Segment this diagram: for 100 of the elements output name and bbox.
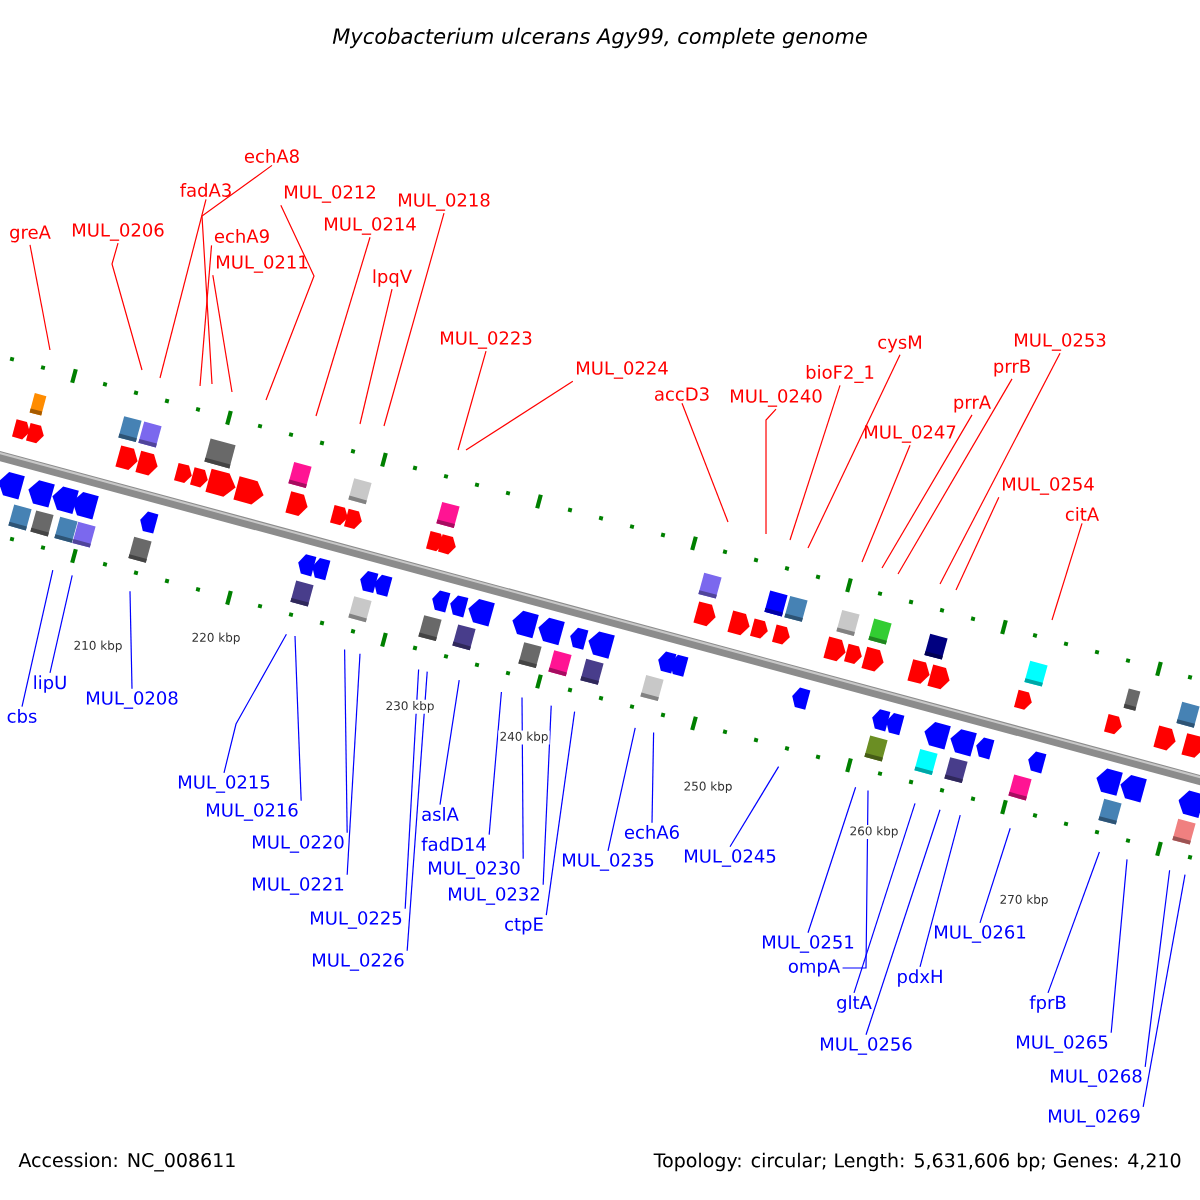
gene-label: MUL_0214 — [325, 217, 416, 235]
leader-line — [789, 384, 841, 541]
gene-label: greA — [10, 225, 51, 243]
leader-line — [841, 789, 869, 969]
leader-line — [404, 668, 420, 910]
gene-label: MUL_0221 — [253, 877, 344, 895]
title: Mycobacterium ulcerans Agy99, complete genome — [332, 27, 867, 49]
gene-label: MUL_0265 — [1017, 1035, 1108, 1053]
genome-info-text: Topology: circular; Length: 5,631,606 bp; Genes: 4,210 — [653, 1152, 1181, 1172]
leader-line — [212, 274, 233, 393]
leader-line — [359, 288, 393, 425]
leader-line — [765, 408, 777, 535]
leader-line — [1047, 851, 1100, 994]
leader-line — [201, 164, 273, 385]
leader-line — [521, 696, 524, 860]
leader-line — [439, 679, 460, 806]
gene-label: lipU — [34, 675, 66, 693]
gene-label: gltA — [837, 995, 872, 1013]
gene-label: MUL_0254 — [1003, 477, 1094, 495]
gene-label: cbs — [7, 709, 37, 723]
leader-line — [265, 204, 315, 401]
gene-label: MUL_0256 — [821, 1037, 912, 1055]
gene-label: MUL_0268 — [1051, 1069, 1142, 1087]
gene-label: MUL_0251 — [763, 935, 854, 953]
leader-line — [861, 444, 911, 563]
gene-label: echA9 — [214, 229, 269, 243]
leader-line — [488, 691, 502, 836]
leader-line — [651, 732, 655, 824]
gene-label: MUL_0208 — [87, 691, 178, 709]
leader-line — [315, 236, 371, 417]
leader-line — [1110, 858, 1128, 1034]
gene-label: echA8 — [244, 149, 299, 163]
leader-line — [465, 380, 574, 451]
leader-line — [383, 212, 445, 427]
leader-line — [681, 402, 729, 523]
gene-label: cysM — [878, 335, 921, 353]
gene-label: MUL_0232 — [449, 887, 539, 905]
gene-label: MUL_0226 — [313, 953, 404, 971]
gene-label: MUL_0230 — [429, 861, 520, 879]
gene-label: aslA — [422, 807, 459, 821]
leader-line — [607, 727, 636, 852]
gene-label: MUL_0216 — [207, 803, 298, 821]
leader-line — [1144, 869, 1171, 1068]
leader-line — [542, 705, 552, 886]
leader-line — [49, 574, 73, 674]
leader-line — [955, 496, 1000, 591]
gene-label: MUL_0215 — [179, 775, 270, 793]
leader-line — [1142, 874, 1186, 1108]
gene-label: ompA — [788, 959, 840, 977]
leader-line — [545, 711, 576, 916]
gene-label: MUL_0261 — [935, 925, 1026, 943]
gene-label: MUL_0269 — [1049, 1109, 1140, 1127]
gene-label: accD3 — [655, 387, 709, 401]
gene-label: MUL_0218 — [399, 193, 490, 211]
gene-label: fadD14 — [421, 837, 486, 851]
gene-label: MUL_0206 — [73, 223, 164, 241]
leader-line — [21, 569, 54, 708]
gene-label: fadA3 — [180, 183, 231, 197]
leader-line — [865, 809, 941, 1036]
gene-label: MUL_0223 — [441, 331, 532, 349]
leader-line — [807, 354, 901, 549]
gene-label: MUL_0240 — [731, 389, 822, 407]
gene-label: MUL_0245 — [685, 849, 776, 867]
gene-label: fprB — [1029, 995, 1066, 1013]
leader-line — [881, 414, 973, 569]
leader-line — [457, 350, 487, 451]
leader-line — [294, 635, 302, 802]
leader-line — [919, 814, 961, 968]
gene-label: MUL_0225 — [311, 911, 402, 929]
gene-label: MUL_0247 — [865, 425, 956, 443]
gene-label: MUL_0235 — [563, 853, 654, 871]
gene-label: MUL_0211 — [217, 255, 308, 273]
leader-line — [406, 671, 428, 952]
gene-label: MUL_0212 — [285, 185, 375, 203]
leader-line — [344, 648, 348, 834]
leader-line — [129, 590, 133, 690]
leader-line — [729, 766, 780, 848]
leader-line — [223, 633, 287, 774]
gene-label: MUL_0224 — [577, 361, 668, 379]
leader-line — [159, 198, 207, 379]
gene-label: prrA — [954, 395, 991, 413]
leader-line — [346, 653, 361, 876]
gene-label: prrB — [994, 359, 1030, 377]
leader-line — [807, 786, 857, 934]
leader-line — [939, 352, 1061, 585]
gene-label: lpqV — [373, 269, 412, 287]
leader-line — [29, 244, 51, 351]
leader-line — [979, 827, 1011, 924]
gene-label: bioF2_1 — [806, 365, 874, 383]
gene-label: citA — [1065, 507, 1099, 521]
leader-line — [853, 802, 916, 994]
accession-text: Accession: NC_008611 — [18, 1152, 235, 1172]
gene-label: echA6 — [624, 825, 679, 839]
leader-line — [1051, 522, 1083, 621]
gene-label: MUL_0220 — [253, 835, 344, 853]
leader-line — [897, 378, 1013, 575]
gene-label: pdxH — [898, 969, 942, 987]
gene-label: MUL_0253 — [1015, 333, 1106, 351]
gene-label: ctpE — [505, 917, 543, 935]
leader-line — [111, 242, 143, 371]
